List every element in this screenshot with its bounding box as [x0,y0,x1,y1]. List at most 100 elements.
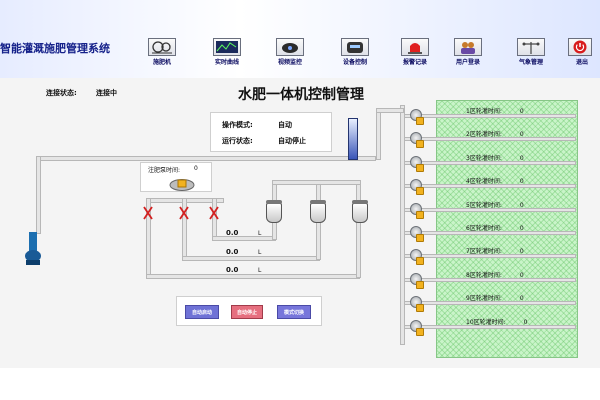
main-pipe [36,156,376,161]
flow-value-1: 0.0 [226,229,239,237]
valve-lock-icon [416,140,424,148]
tank3-riser [356,180,361,278]
mode-switch-button[interactable]: 模式切换 [277,305,311,319]
flow-unit-2: L [258,249,262,256]
zone-label: 9区轮灌时间: [466,295,502,302]
zone-time-value: 0 [519,131,524,138]
mode-value: 自动 [278,121,292,129]
zone-header-pipe [400,105,405,345]
connection-value: 连接中 [96,89,117,97]
zone-label: 10区轮灌时间: [466,319,506,326]
injection-valve-2[interactable] [179,205,189,220]
page-title: 水肥一体机控制管理 [238,87,364,103]
zone-label: 7区轮灌时间: [466,248,502,255]
flow-unit-1: L [258,230,262,237]
toolbar-label: 报警记录 [402,59,427,66]
zone-time-value: 0 [519,272,524,279]
zone-label: 2区轮灌时间: [466,131,502,138]
run-state-value: 自动停止 [278,137,306,145]
toolbar-user-login-button[interactable]: 用户登录 [446,38,490,68]
zone-row: 3区轮灌时间: 0 [466,153,524,162]
valve-lock-icon [416,117,424,125]
connection-label: 连接状态: [46,89,77,97]
zone-branch-pipe [404,161,576,165]
valve-lock-icon [416,328,424,336]
toolbar-label: 施肥机 [152,59,171,66]
toolbar-device-control-button[interactable]: 设备控制 [333,38,377,68]
toolbar-alarm-button[interactable]: 报警记录 [393,38,437,68]
mode-label: 操作模式: [222,121,253,129]
zone-branch-pipe [404,325,576,329]
zone-branch-pipe [404,137,576,141]
flow-unit-3: L [258,267,262,274]
header-link-pipe [376,108,404,113]
valve-lock-icon [416,164,424,172]
zone-branch-pipe [404,231,576,235]
realtime-curve-icon [213,38,241,56]
fertilizer-machine-icon [148,38,176,56]
alarm-light-icon [401,38,429,56]
fertilizer-tank-icon [348,118,358,160]
zone-time-value: 0 [519,225,524,232]
toolbar-label: 视频监控 [277,59,302,66]
fertilizer-pump-motor-icon[interactable] [168,176,196,191]
zone-branch-pipe [404,254,576,258]
pump-riser-pipe [36,156,41,234]
valve-lock-icon [416,257,424,265]
valve-lock-icon [416,304,424,312]
toolbar-label: 设备控制 [342,59,367,66]
injection-valve-1[interactable] [143,205,153,220]
bottom-area [0,368,600,400]
valve-lock-icon [416,211,424,219]
toolbar-exit-button[interactable]: 退出 [562,38,600,68]
zone-label: 6区轮灌时间: [466,225,502,232]
motor-label: 注肥泵时间: [148,167,181,174]
injection-valve-3[interactable] [209,205,219,220]
zone-label: 3区轮灌时间: [466,155,502,162]
flow-value-2: 0.0 [226,248,239,256]
toolbar-label: 退出 [575,59,588,66]
user-login-icon [454,38,482,56]
zone-row: 2区轮灌时间: 0 [466,129,524,138]
zone-time-value: 0 [519,202,524,209]
zone-branch-pipe [404,301,576,305]
fertilizer-bucket-2 [310,200,326,223]
auto-stop-button[interactable]: 自动停止 [231,305,263,319]
zone-row: 7区轮灌时间: 0 [466,246,524,255]
toolbar-label: 气象管理 [518,59,543,66]
tank2-feed-pipe [182,256,320,261]
toolbar-realtime-curve-button[interactable]: 实时曲线 [205,38,249,68]
zone-row: 6区轮灌时间: 0 [466,223,524,232]
zone-label: 1区轮灌时间: [466,108,502,115]
toolbar-fertilizer-button[interactable]: 施肥机 [140,38,184,68]
zone-time-value: 0 [519,248,524,255]
auto-start-button[interactable]: 自动启动 [185,305,219,319]
zone-time-value: 0 [519,178,524,185]
valve-lock-icon [416,234,424,242]
water-pump-icon [24,232,42,266]
weather-station-icon [517,38,545,56]
toolbar-label: 实时曲线 [214,59,239,66]
toolbar-weather-button[interactable]: 气象管理 [509,38,553,68]
zone-time-value: 0 [523,319,528,326]
valve-lock-icon [416,281,424,289]
zone-branch-pipe [404,278,576,282]
header-bar: 智能灌溉施肥管理系统 施肥机 实时曲线 视频监控 设备控制 [0,0,600,79]
zone-branch-pipe [404,114,576,118]
status-box [210,112,332,152]
control-button-group: 自动启动 自动停止 模式切换 [176,296,322,326]
zone-time-value: 0 [519,155,524,162]
toolbar-video-button[interactable]: 视频监控 [268,38,312,68]
motor-value: 0 [194,165,198,172]
zone-row: 10区轮灌时间: 0 [466,317,528,326]
toolbar-label: 用户登录 [455,59,480,66]
system-title: 智能灌溉施肥管理系统 [0,42,110,55]
fertilizer-bucket-1 [266,200,282,223]
zone-row: 8区轮灌时间:0 [466,270,524,279]
tank1-feed-pipe [212,236,276,241]
zone-row: 4区轮灌时间:0 [466,176,524,185]
zone-time-value: 0 [519,108,524,115]
irrigation-zone-area [436,100,578,358]
flow-value-3: 0.0 [226,266,239,274]
